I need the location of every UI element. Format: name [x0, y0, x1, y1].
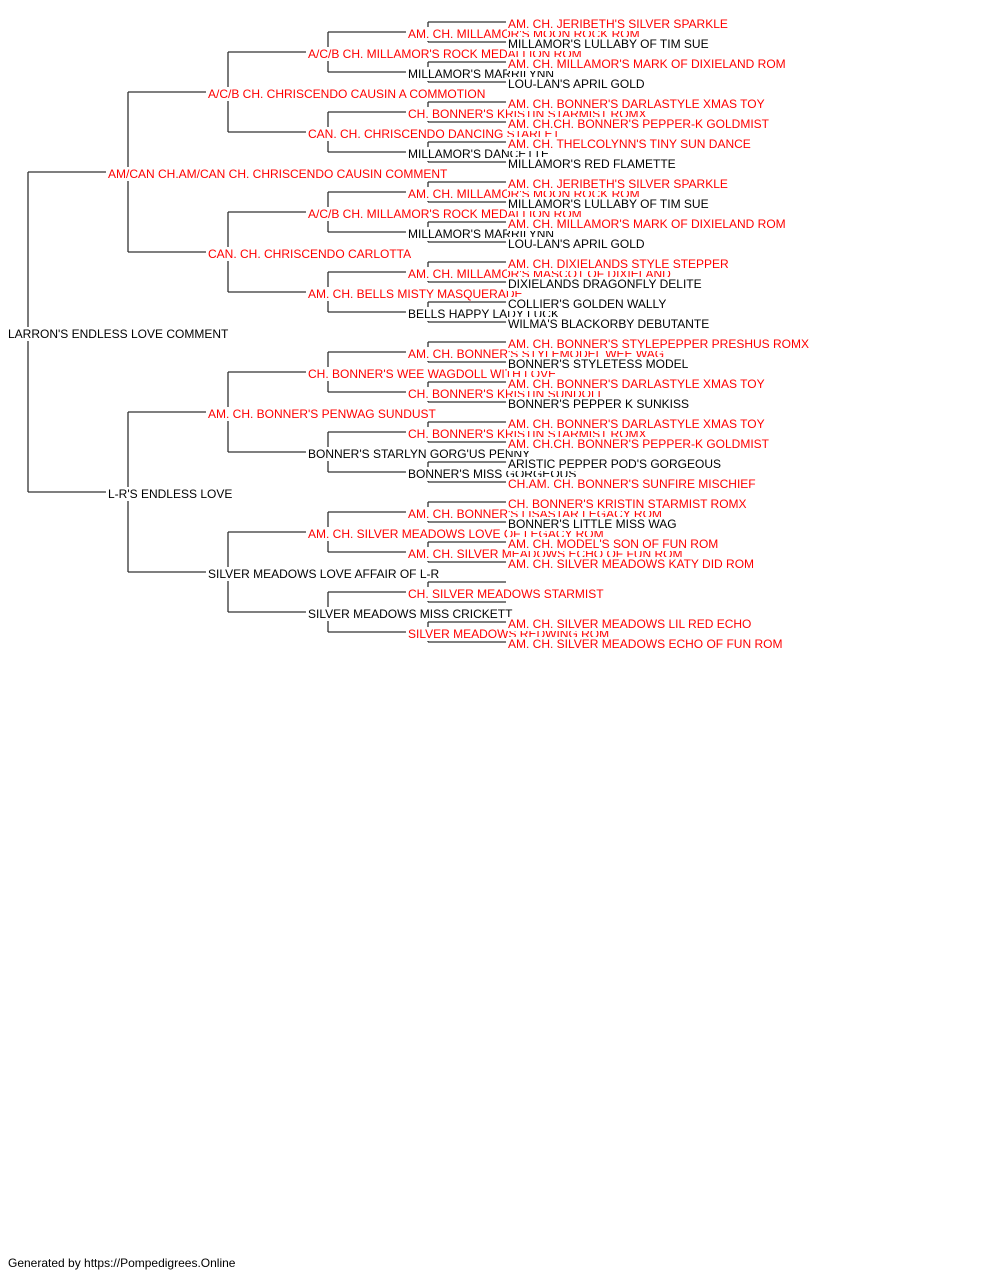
- label-backdrop: [507, 557, 756, 571]
- label-backdrop: [307, 287, 524, 301]
- label-backdrop: [507, 457, 722, 471]
- ancestor-name: BONNER'S STYLETESS MODEL: [508, 357, 689, 371]
- ancestor-name: CH. BONNER'S KRISTIN STARMIST ROMX: [508, 497, 747, 511]
- ancestor-name: SILVER MEADOWS LOVE AFFAIR OF L-R: [208, 567, 439, 581]
- label-backdrop: [407, 587, 606, 601]
- ancestor-name: MILLAMOR'S LULLABY OF TIM SUE: [508, 37, 709, 51]
- label-backdrop: [307, 367, 558, 381]
- label-backdrop: [507, 377, 766, 391]
- ancestor-name: AM. CH. MODEL'S SON OF FUN ROM: [508, 537, 718, 551]
- label-backdrop: [507, 137, 752, 151]
- ancestor-name: AM. CH. BONNER'S DARLASTYLE XMAS TOY: [508, 97, 765, 111]
- label-backdrop: [507, 57, 787, 71]
- ancestor-name: AM. CH. MILLAMOR'S MARK OF DIXIELAND ROM: [508, 217, 786, 231]
- label-backdrop: [507, 317, 711, 331]
- label-backdrop: [507, 357, 690, 371]
- ancestor-name: A/C/B CH. CHRISCENDO CAUSIN A COMMOTION: [208, 87, 485, 101]
- ancestor-name: AM. CH. BELLS MISTY MASQUERADE: [308, 287, 523, 301]
- ancestor-name: AM. CH. BONNER'S DARLASTYLE XMAS TOY: [508, 417, 765, 431]
- ancestor-name: MILLAMOR'S RED FLAMETTE: [508, 157, 676, 171]
- ancestor-name: MILLAMOR'S LULLABY OF TIM SUE: [508, 197, 709, 211]
- label-backdrop: [307, 607, 515, 621]
- footer-credit: Generated by https://Pompedigrees.Online: [8, 1256, 236, 1270]
- ancestor-name: AM. CH. JERIBETH'S SILVER SPARKLE: [508, 177, 728, 191]
- label-backdrop: [507, 537, 720, 551]
- label-backdrop: [507, 437, 771, 451]
- ancestor-name: BONNER'S STARLYN GORG'US PENNY: [308, 447, 530, 461]
- label-backdrop: [507, 117, 771, 131]
- label-backdrop: [7, 327, 231, 341]
- ancestor-name: AM/CAN CH.AM/CAN CH. CHRISCENDO CAUSIN C…: [108, 167, 448, 181]
- label-backdrop: [107, 487, 234, 501]
- ancestor-name: LOU-LAN'S APRIL GOLD: [508, 237, 645, 251]
- label-backdrop: [507, 257, 731, 271]
- ancestor-name: AM. CH. SILVER MEADOWS KATY DID ROM: [508, 557, 754, 571]
- label-backdrop: [307, 127, 562, 141]
- ancestor-name: BONNER'S LITTLE MISS WAG: [508, 517, 677, 531]
- ancestor-name: SILVER MEADOWS MISS CRICKETT: [308, 607, 513, 621]
- ancestor-name: AM. CH.CH. BONNER'S PEPPER-K GOLDMIST: [508, 437, 770, 451]
- ancestor-name: CAN. CH. CHRISCENDO DANCING STARLET: [308, 127, 560, 141]
- label-backdrop: [207, 87, 487, 101]
- label-backdrop: [507, 157, 677, 171]
- ancestor-name: COLLIER'S GOLDEN WALLY: [508, 297, 666, 311]
- label-backdrop: [507, 617, 753, 631]
- label-backdrop: [507, 417, 766, 431]
- label-backdrop: [507, 37, 710, 51]
- label-backdrop: [507, 517, 678, 531]
- ancestor-name: DIXIELANDS DRAGONFLY DELITE: [508, 277, 702, 291]
- label-backdrop: [507, 637, 784, 651]
- label-backdrop: [507, 97, 766, 111]
- label-backdrop: [207, 407, 438, 421]
- ancestor-name: AM. CH. BONNER'S PENWAG SUNDUST: [208, 407, 437, 421]
- label-backdrop: [507, 77, 646, 91]
- label-backdrop: [507, 497, 748, 511]
- ancestor-name: AM. CH. SILVER MEADOWS LIL RED ECHO: [508, 617, 751, 631]
- ancestor-name: AM. CH. DIXIELANDS STYLE STEPPER: [508, 257, 729, 271]
- ancestor-name: AM. CH. MILLAMOR'S MARK OF DIXIELAND ROM: [508, 57, 786, 71]
- label-backdrop: [307, 447, 532, 461]
- ancestor-name: CH. SILVER MEADOWS STARMIST: [408, 587, 604, 601]
- label-backdrop: [507, 477, 757, 491]
- subject-dog-name: LARRON'S ENDLESS LOVE COMMENT: [8, 327, 229, 341]
- label-backdrop: [507, 17, 729, 31]
- ancestor-name: AM. CH. BONNER'S STYLEPEPPER PRESHUS ROM…: [508, 337, 809, 351]
- ancestor-name: AM. CH.CH. BONNER'S PEPPER-K GOLDMIST: [508, 117, 770, 131]
- ancestor-name: WILMA'S BLACKORBY DEBUTANTE: [508, 317, 709, 331]
- ancestor-name: AM. CH. THELCOLYNN'S TINY SUN DANCE: [508, 137, 751, 151]
- ancestor-name: AM. CH. SILVER MEADOWS ECHO OF FUN ROM: [508, 637, 782, 651]
- label-backdrop: [207, 567, 441, 581]
- label-backdrop: [507, 397, 691, 411]
- label-backdrop: [507, 177, 729, 191]
- label-backdrop: [107, 167, 450, 181]
- ancestor-name: CH.AM. CH. BONNER'S SUNFIRE MISCHIEF: [508, 477, 756, 491]
- ancestor-name: CAN. CH. CHRISCENDO CARLOTTA: [208, 247, 411, 261]
- ancestor-name: AM. CH. BONNER'S DARLASTYLE XMAS TOY: [508, 377, 765, 391]
- ancestor-name: ARISTIC PEPPER POD'S GORGEOUS: [508, 457, 721, 471]
- label-backdrop: [507, 297, 668, 311]
- label-backdrop: [507, 217, 787, 231]
- label-backdrop: [507, 197, 710, 211]
- ancestor-name: L-R'S ENDLESS LOVE: [108, 487, 232, 501]
- ancestor-name: BONNER'S PEPPER K SUNKISS: [508, 397, 689, 411]
- ancestor-name: AM. CH. JERIBETH'S SILVER SPARKLE: [508, 17, 728, 31]
- label-backdrop: [507, 337, 811, 351]
- label-backdrop: [507, 277, 703, 291]
- ancestor-name: CH. BONNER'S WEE WAGDOLL WITH LOVE: [308, 367, 556, 381]
- label-backdrop: [507, 237, 646, 251]
- ancestor-name: LOU-LAN'S APRIL GOLD: [508, 77, 645, 91]
- label-backdrop: [207, 247, 413, 261]
